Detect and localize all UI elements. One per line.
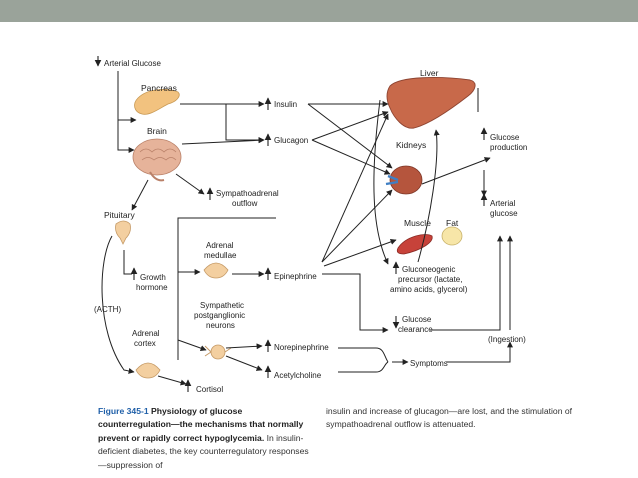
label-symptoms: Symptoms bbox=[410, 359, 448, 368]
label-gluconeogenic-precursor: Gluconeogenic precursor (lactate, amino … bbox=[390, 265, 468, 294]
label-arterial-glucose-right: Arterial glucose bbox=[490, 199, 518, 218]
label-pituitary: Pituitary bbox=[104, 210, 135, 220]
figure-caption-left: Figure 345-1 Physiology of glucose count… bbox=[98, 405, 310, 472]
figure-caption-left-rest: In insulin-deficient diabetes, the key c… bbox=[98, 432, 309, 470]
label-glucose-production-line1: Glucose bbox=[490, 133, 520, 142]
label-adrenal-cortex-line2: cortex bbox=[134, 339, 156, 348]
label-gluconeogenic-line2: precursor (lactate, bbox=[398, 275, 462, 284]
label-glucose-clearance: Glucose clearance bbox=[398, 315, 434, 334]
label-arterial-glucose-right-line1: Arterial bbox=[490, 199, 516, 208]
label-adrenal-cortex: Adrenal cortex bbox=[132, 329, 162, 348]
label-sympathetic-line1: Sympathetic bbox=[200, 301, 244, 310]
label-sympathetic-line3: neurons bbox=[206, 321, 235, 330]
figure-caption-right: insulin and increase of glucagon—are los… bbox=[326, 405, 626, 432]
label-gluconeogenic-line1: Gluconeogenic bbox=[402, 265, 455, 274]
label-acetylcholine: Acetylcholine bbox=[274, 371, 322, 380]
label-glucose-production-line2: production bbox=[490, 143, 527, 152]
label-adrenal-medullae-line1: Adrenal bbox=[206, 241, 234, 250]
label-growth-hormone-line2: hormone bbox=[136, 283, 168, 292]
label-ingestion: (Ingestion) bbox=[488, 335, 526, 344]
top-bar bbox=[0, 0, 638, 22]
connector-arrows bbox=[101, 71, 513, 386]
liver-illustration bbox=[386, 77, 476, 129]
label-growth-hormone-line1: Growth bbox=[140, 273, 166, 282]
label-sympathoadrenal-outflow: Sympathoadrenal outflow bbox=[216, 189, 281, 208]
regulation-arrows bbox=[94, 56, 488, 392]
adrenal-cortex-illustration bbox=[135, 362, 161, 379]
label-sympathetic-line2: postganglionic bbox=[194, 311, 245, 320]
label-arterial-glucose-right-line2: glucose bbox=[490, 209, 518, 218]
label-glucagon: Glucagon bbox=[274, 136, 308, 145]
figure-caption-right-text: insulin and increase of glucagon—are los… bbox=[326, 406, 573, 430]
label-growth-hormone: Growth hormone bbox=[136, 273, 168, 292]
label-insulin: Insulin bbox=[274, 100, 297, 109]
label-sympathoadrenal-line1: Sympathoadrenal bbox=[216, 189, 279, 198]
label-adrenal-medullae-line2: medullae bbox=[204, 251, 237, 260]
label-kidneys: Kidneys bbox=[396, 140, 426, 150]
label-sympathetic-neurons: Sympathetic postganglionic neurons bbox=[194, 301, 247, 330]
figure-number: Figure 345-1 bbox=[98, 406, 149, 416]
label-liver: Liver bbox=[420, 68, 439, 78]
label-norepinephrine: Norepinephrine bbox=[274, 343, 329, 352]
label-glucose-clearance-line2: clearance bbox=[398, 325, 433, 334]
fat-illustration bbox=[441, 226, 463, 246]
label-glucose-production: Glucose production bbox=[490, 133, 527, 152]
brain-illustration bbox=[132, 138, 182, 182]
adrenal-medullae-illustration bbox=[203, 262, 229, 279]
muscle-illustration bbox=[396, 234, 433, 255]
figure-caption-bold: Physiology of glucose counterregulation—… bbox=[98, 406, 304, 443]
sympathetic-neuron-illustration bbox=[204, 344, 232, 360]
label-pancreas: Pancreas bbox=[141, 83, 177, 93]
pancreas-illustration bbox=[134, 89, 180, 115]
label-epinephrine: Epinephrine bbox=[274, 272, 317, 281]
label-gluconeogenic-line3: amino acids, glycerol) bbox=[390, 285, 468, 294]
label-glucose-clearance-line1: Glucose bbox=[402, 315, 432, 324]
label-adrenal-cortex-line1: Adrenal bbox=[132, 329, 160, 338]
label-brain: Brain bbox=[147, 126, 167, 136]
label-fat: Fat bbox=[446, 218, 459, 228]
label-acth: (ACTH) bbox=[94, 305, 121, 314]
pituitary-illustration bbox=[115, 220, 131, 245]
label-adrenal-medullae: Adrenal medullae bbox=[204, 241, 237, 260]
label-sympathoadrenal-line2: outflow bbox=[232, 199, 258, 208]
label-cortisol: Cortisol bbox=[196, 385, 223, 394]
kidneys-illustration bbox=[385, 165, 423, 195]
label-arterial-glucose: Arterial Glucose bbox=[104, 59, 161, 68]
counterregulation-diagram: Arterial Glucose Pancreas Brain Insulin … bbox=[94, 56, 527, 394]
label-muscle: Muscle bbox=[404, 218, 431, 228]
